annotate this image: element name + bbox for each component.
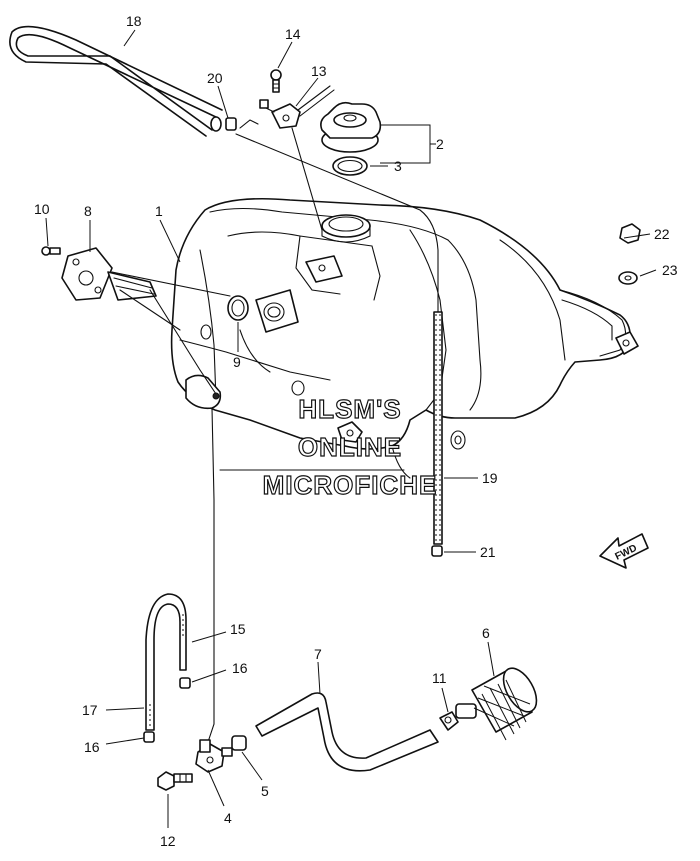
- hose-cap-21: [431, 545, 443, 557]
- callout-18: 18: [126, 13, 142, 29]
- callout-17: 17: [82, 702, 98, 718]
- fuel-line-to-petcock: [205, 407, 405, 749]
- overflow-hose-19: [433, 311, 443, 545]
- watermark-line-2: ONLINE: [298, 432, 402, 462]
- callout-16-upper: 16: [232, 660, 248, 676]
- callout-5: 5: [261, 783, 269, 799]
- clip-16-upper: [179, 677, 191, 689]
- washer-23: [618, 271, 638, 285]
- bolt-10: [41, 246, 61, 256]
- callout-8: 8: [84, 203, 92, 219]
- callout-19: 19: [482, 470, 498, 486]
- hose-17: [145, 593, 187, 731]
- callout-22: 22: [654, 226, 670, 242]
- hose-clamp-11: [439, 711, 459, 731]
- fuel-hose-7: [255, 692, 439, 772]
- watermark-line-1: HLSM'S: [298, 394, 401, 424]
- watermark-line-3: MICROFICHE: [263, 470, 438, 500]
- callout-21: 21: [480, 544, 496, 560]
- callout-13: 13: [311, 63, 327, 79]
- screw-14: [270, 69, 282, 93]
- callout-11: 11: [432, 670, 447, 686]
- callout-3: 3: [394, 158, 402, 174]
- breather-line: [235, 127, 439, 313]
- forward-direction-arrow: FWD: [599, 533, 649, 569]
- clip-16-lower: [143, 731, 155, 743]
- callout-2: 2: [436, 136, 444, 152]
- callout-10: 10: [34, 201, 50, 217]
- clamp-20: [225, 117, 259, 131]
- bolt-12: [157, 771, 193, 791]
- joint-5: [231, 735, 247, 751]
- nut-22: [619, 223, 641, 244]
- fuel-cap-2: [320, 101, 382, 153]
- watermark: HLSM'S ONLINE MICROFICHE: [262, 393, 438, 500]
- callout-12: 12: [160, 833, 176, 849]
- callout-7: 7: [314, 646, 322, 662]
- callout-9: 9: [233, 354, 241, 370]
- callout-23: 23: [662, 262, 678, 278]
- callout-15: 15: [230, 621, 246, 637]
- callout-6: 6: [482, 625, 490, 641]
- fuel-tank-1: [170, 197, 639, 479]
- callout-labels: 18 14 13 20 2 3 10 8 1 9 22 23 19 21 15 …: [34, 13, 678, 849]
- callout-16-lower: 16: [84, 739, 100, 755]
- breather-hose-18: [9, 25, 223, 137]
- callout-20: 20: [207, 70, 223, 86]
- callout-14: 14: [285, 26, 301, 42]
- callout-1: 1: [155, 203, 163, 219]
- vent-fitting-13: [259, 85, 335, 129]
- fuel-cock-4: [195, 739, 233, 773]
- callout-4: 4: [224, 810, 232, 826]
- fuel-filter-6: [455, 667, 538, 741]
- leader-lines: [45, 29, 657, 828]
- fuel-sender-8: [61, 247, 231, 400]
- cap-gasket-3: [332, 156, 368, 176]
